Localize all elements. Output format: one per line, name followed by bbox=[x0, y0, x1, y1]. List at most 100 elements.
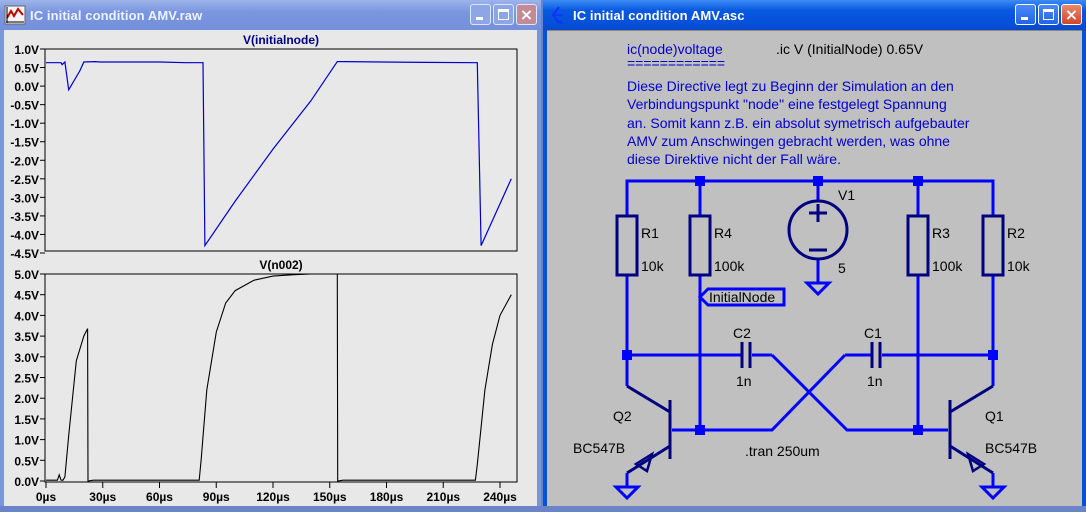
ground-icon bbox=[612, 485, 642, 501]
comment-line[interactable]: AMV zum Anschwingen gebracht werden, was… bbox=[627, 133, 950, 149]
plot-pane-n002[interactable]: V(n002) 5.0V4.5V4.0V3.5V3.0V2.5V2.0V1.5V… bbox=[14, 258, 518, 504]
y-axis-top: 1.0V0.5V0.0V-0.5V-1.0V-1.5V-2.0V-2.5V-3.… bbox=[10, 43, 45, 261]
maximize-icon bbox=[1043, 9, 1054, 20]
minimize-icon bbox=[476, 17, 483, 20]
maximize-button[interactable] bbox=[493, 4, 514, 25]
close-button[interactable]: × bbox=[1061, 4, 1082, 25]
y-tick-label: 1.0V bbox=[14, 43, 39, 57]
c2-name: C2 bbox=[733, 325, 751, 341]
comment-line[interactable]: an. Somit kann z.B. ein absolut symetris… bbox=[627, 115, 970, 131]
net-label-initialnode[interactable]: InitialNode bbox=[697, 287, 786, 307]
schematic-title-bar[interactable]: IC initial condition AMV.asc × bbox=[543, 0, 1086, 30]
minimize-button[interactable] bbox=[1015, 4, 1036, 25]
svg-text:InitialNode: InitialNode bbox=[709, 289, 775, 305]
c1-value[interactable]: 1n bbox=[867, 373, 883, 389]
capacitor-c2[interactable] bbox=[740, 342, 752, 368]
x-tick-label: 60µs bbox=[146, 490, 173, 504]
schematic-drawing[interactable]: ic(node)voltage ============ Diese Direc… bbox=[547, 31, 1082, 507]
schematic-window[interactable]: IC initial condition AMV.asc × ic(node)v… bbox=[543, 0, 1086, 506]
close-icon: × bbox=[1064, 5, 1079, 24]
schematic-window-title: IC initial condition AMV.asc bbox=[573, 7, 745, 23]
ground-icon bbox=[978, 485, 1008, 501]
waveform-window-title: IC initial condition AMV.raw bbox=[30, 7, 203, 23]
r4-value[interactable]: 100k bbox=[714, 258, 745, 274]
y-tick-label: -3.0V bbox=[10, 191, 39, 205]
plot-title-n002: V(n002) bbox=[259, 258, 302, 272]
r3-value[interactable]: 100k bbox=[932, 258, 963, 274]
q1-name: Q1 bbox=[985, 408, 1004, 424]
tran-directive[interactable]: .tran 250um bbox=[745, 443, 820, 459]
x-tick-label: 0µs bbox=[36, 490, 57, 504]
waveform-title-bar[interactable]: IC initial condition AMV.raw × bbox=[0, 0, 541, 30]
close-button[interactable]: × bbox=[516, 4, 537, 25]
trace-n002[interactable] bbox=[46, 273, 512, 482]
c1-name: C1 bbox=[864, 325, 882, 341]
y-tick-label: 5.0V bbox=[14, 268, 39, 282]
q1-model[interactable]: BC547B bbox=[985, 440, 1037, 456]
comment-heading[interactable]: ic(node)voltage bbox=[627, 41, 723, 57]
y-tick-label: 2.0V bbox=[14, 392, 39, 406]
y-axis-bottom: 5.0V4.5V4.0V3.5V3.0V2.5V2.0V1.5V1.0V0.5V… bbox=[14, 268, 45, 489]
y-tick-label: 2.5V bbox=[14, 372, 39, 386]
voltage-source-v1[interactable] bbox=[787, 199, 849, 261]
y-tick-label: -2.5V bbox=[10, 173, 39, 187]
y-tick-label: -4.5V bbox=[10, 247, 39, 261]
r4-name: R4 bbox=[714, 225, 732, 241]
x-tick-label: 180µs bbox=[370, 490, 404, 504]
maximize-icon bbox=[498, 9, 509, 20]
trace-initialnode[interactable] bbox=[46, 60, 512, 248]
q2-model[interactable]: BC547B bbox=[573, 440, 625, 456]
y-tick-label: 0.0V bbox=[14, 80, 39, 94]
y-tick-label: -1.0V bbox=[10, 117, 39, 131]
r1-name: R1 bbox=[641, 225, 659, 241]
x-tick-label: 120µs bbox=[256, 490, 290, 504]
x-tick-label: 240µs bbox=[483, 490, 517, 504]
x-tick-label: 30µs bbox=[89, 490, 116, 504]
ltspice-schematic-icon bbox=[551, 6, 564, 24]
y-tick-label: 4.0V bbox=[14, 309, 39, 323]
comment-line[interactable]: Verbindungspunkt "node" eine festgelegt … bbox=[627, 96, 947, 112]
transistor-q1[interactable] bbox=[948, 384, 994, 475]
v1-value[interactable]: 5 bbox=[838, 260, 846, 276]
r2-name: R2 bbox=[1007, 225, 1025, 241]
y-tick-label: -1.5V bbox=[10, 136, 39, 150]
y-tick-label: 0.0V bbox=[14, 475, 39, 489]
resistor-r1[interactable] bbox=[615, 214, 639, 277]
maximize-button[interactable] bbox=[1038, 4, 1059, 25]
waveform-plots[interactable]: V(initialnode) 1.0V0.5V0.0V-0.5V-1.0V-1.… bbox=[4, 30, 537, 506]
comment-underline: ============ bbox=[627, 55, 725, 71]
r2-value[interactable]: 10k bbox=[1007, 258, 1031, 274]
x-tick-label: 90µs bbox=[203, 490, 230, 504]
wires[interactable] bbox=[625, 179, 995, 487]
resistor-r2[interactable] bbox=[981, 214, 1005, 277]
plot-frame-top bbox=[44, 48, 518, 252]
x-tick-label: 150µs bbox=[313, 490, 347, 504]
y-tick-label: -3.5V bbox=[10, 210, 39, 224]
ic-directive[interactable]: .ic V (InitialNode) 0.65V bbox=[776, 41, 924, 57]
ground-icon bbox=[803, 281, 833, 297]
comment-line[interactable]: Diese Directive legt zu Beginn der Simul… bbox=[627, 78, 954, 94]
plot-title-initialnode: V(initialnode) bbox=[243, 33, 319, 47]
transistor-q2[interactable] bbox=[626, 384, 672, 475]
y-tick-label: -2.0V bbox=[10, 154, 39, 168]
minimize-icon bbox=[1021, 17, 1028, 20]
capacitor-c1[interactable] bbox=[870, 342, 882, 368]
resistor-r4[interactable] bbox=[688, 214, 712, 277]
y-tick-label: 3.0V bbox=[14, 351, 39, 365]
r3-name: R3 bbox=[932, 225, 950, 241]
schematic-canvas[interactable]: ic(node)voltage ============ Diese Direc… bbox=[547, 30, 1082, 506]
comment-line[interactable]: diese Direktive nicht der Fall wäre. bbox=[627, 151, 841, 167]
y-tick-label: -0.5V bbox=[10, 99, 39, 113]
q2-name: Q2 bbox=[613, 408, 632, 424]
y-tick-label: 3.5V bbox=[14, 330, 39, 344]
waveform-window[interactable]: IC initial condition AMV.raw × V(initial… bbox=[0, 0, 541, 506]
plot-pane-initialnode[interactable]: V(initialnode) 1.0V0.5V0.0V-0.5V-1.0V-1.… bbox=[10, 33, 518, 261]
resistor-r3[interactable] bbox=[906, 214, 930, 277]
junction-dots bbox=[622, 176, 998, 435]
r1-value[interactable]: 10k bbox=[641, 258, 665, 274]
y-tick-label: 4.5V bbox=[14, 289, 39, 303]
c2-value[interactable]: 1n bbox=[736, 373, 752, 389]
minimize-button[interactable] bbox=[470, 4, 491, 25]
